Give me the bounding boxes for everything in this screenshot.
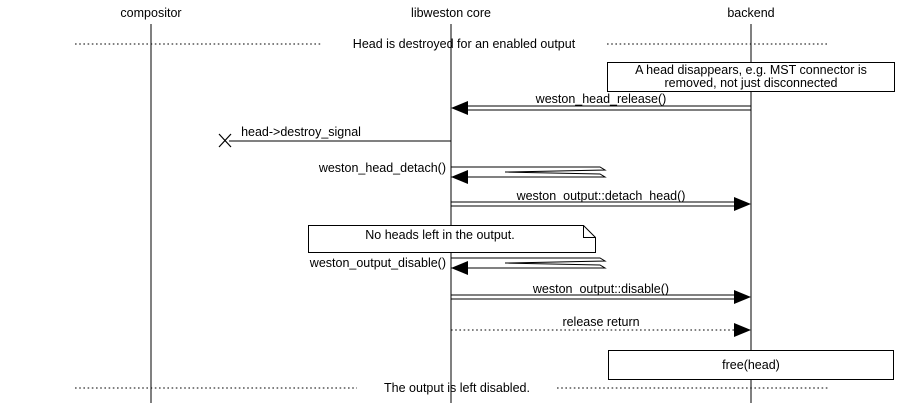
actor-label-backend: backend (727, 6, 774, 20)
message-label-weston-head-release: weston_head_release() (535, 92, 667, 106)
note-no-heads-left-dogear-icon (583, 225, 596, 238)
message-label-weston-output-detach-head: weston_output::detach_head() (516, 189, 686, 203)
arrowhead-weston-head-release (451, 101, 468, 115)
arrowhead-weston-output-detach-head (734, 197, 751, 211)
actor-label-compositor: compositor (120, 6, 181, 20)
message-label-weston-head-detach: weston_head_detach() (318, 161, 446, 175)
note-no-heads-left-line-1: No heads left in the output. (365, 228, 514, 242)
arrowhead-weston-output-disable-self (451, 261, 468, 275)
actor-label-libweston-core: libweston core (411, 6, 491, 20)
divider-label-bottom: The output is left disabled. (384, 381, 530, 395)
message-label-weston-output-disable-self: weston_output_disable() (309, 256, 446, 270)
note-free-head-line-1: free(head) (722, 358, 780, 372)
arrowhead-weston-head-detach (451, 170, 468, 184)
note-free-head-box (608, 350, 894, 380)
note-head-disappears-box (607, 62, 895, 92)
message-label-release-return: release return (562, 315, 639, 329)
message-label-head-destroy-signal: head->destroy_signal (241, 125, 361, 139)
arrowhead-release-return (734, 323, 751, 337)
self-loop-shape-weston-head-detach (450, 166, 607, 178)
arrowhead-weston-output-disable-backend (734, 290, 751, 304)
self-loop-shape-weston-output-disable (450, 257, 607, 269)
note-no-heads-left-box (308, 225, 596, 253)
note-head-disappears-line-2: removed, not just disconnected (664, 76, 837, 90)
divider-label-top: Head is destroyed for an enabled output (353, 37, 576, 51)
note-head-disappears-line-1: A head disappears, e.g. MST connector is (635, 63, 867, 77)
lost-message-x-icon-stroke-2 (218, 133, 232, 148)
message-label-weston-output-disable-backend: weston_output::disable() (532, 282, 669, 296)
